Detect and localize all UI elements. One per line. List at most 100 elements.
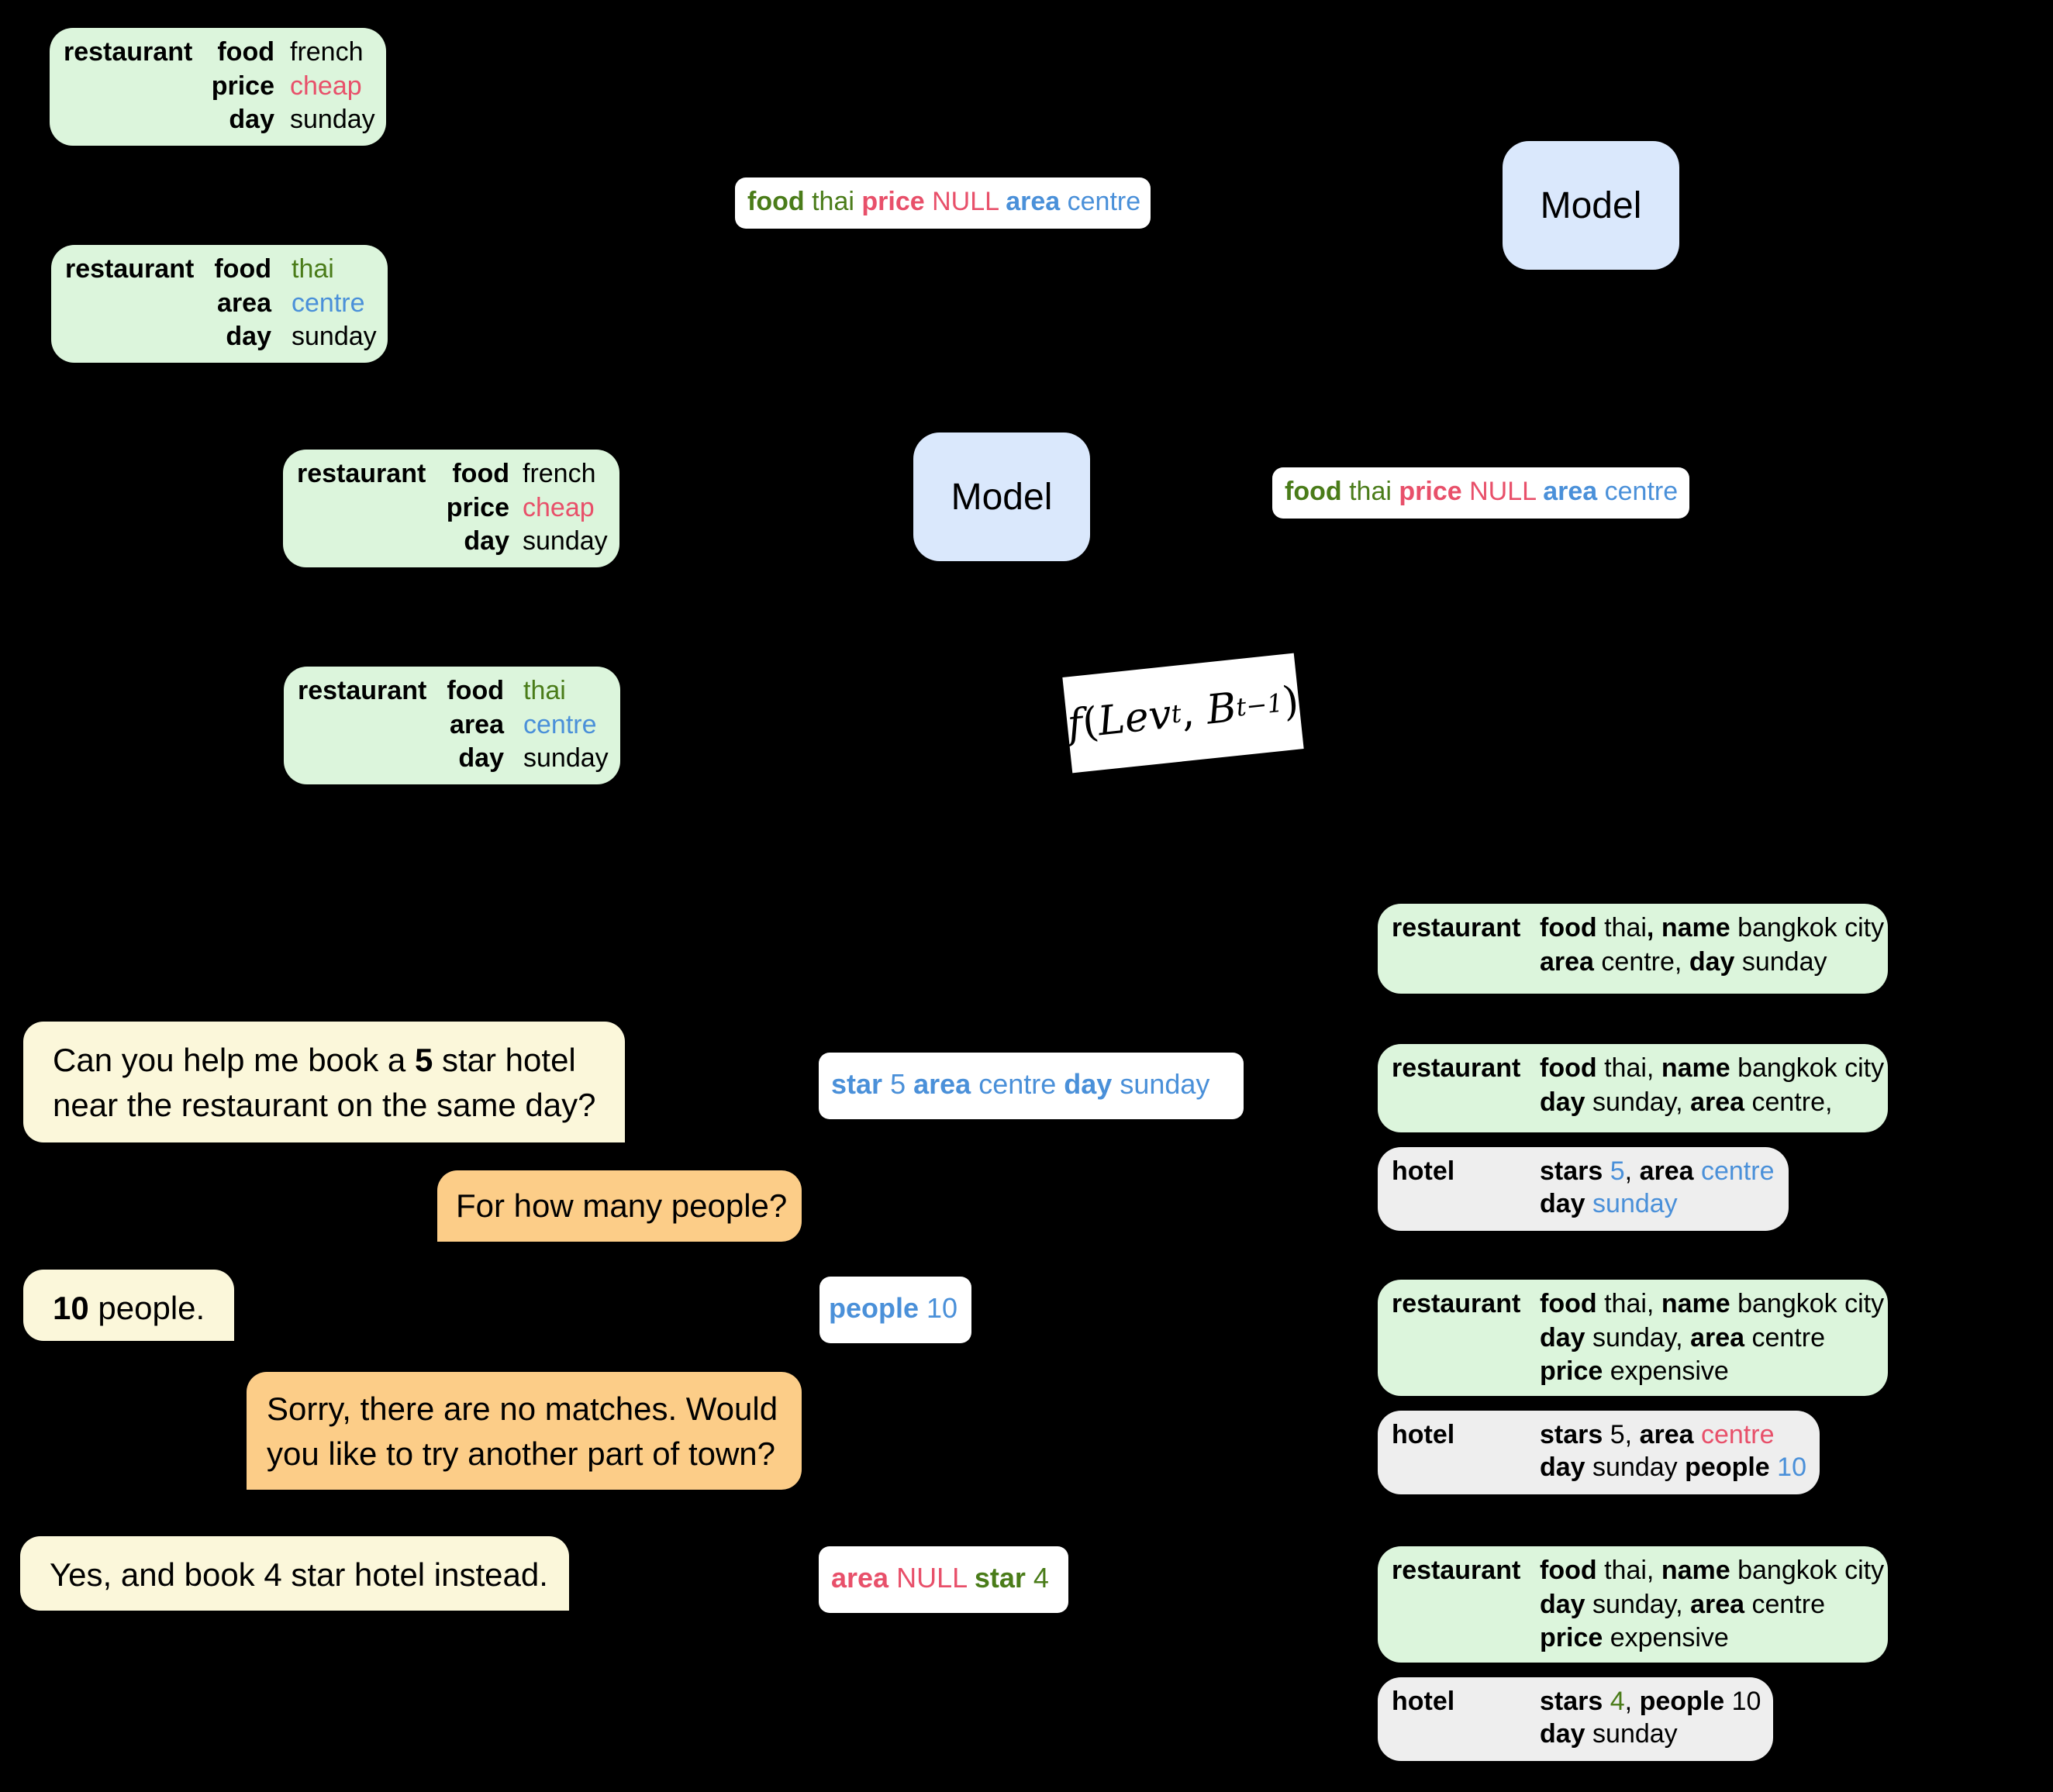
- slot-value: centre: [1700, 1420, 1775, 1449]
- belief-state-3-hotel: hotel stars 4, people 10 day sunday: [1378, 1677, 1773, 1761]
- slot-value: thai,: [1604, 1053, 1661, 1083]
- slot-key: area: [831, 1562, 889, 1594]
- slot-value: centre: [1751, 1323, 1825, 1353]
- slot-value: centre: [1604, 477, 1679, 506]
- slot-value: sunday: [1120, 1068, 1210, 1100]
- formula-b: B: [1204, 684, 1239, 734]
- slot-key: stars: [1540, 1687, 1603, 1716]
- level-output-box-top: food thai price NULL area centre: [735, 177, 1151, 229]
- slot-key: food: [447, 676, 504, 705]
- slot-value: sunday: [290, 105, 375, 134]
- slot-key: day: [1540, 1087, 1585, 1117]
- slot-key: name: [1661, 1053, 1730, 1083]
- slot-value: NULL: [896, 1562, 967, 1594]
- level-box-turn-3: area NULL star 4: [819, 1546, 1068, 1613]
- domain-label: restaurant: [298, 676, 427, 705]
- slot-key: food: [747, 187, 805, 216]
- domain-label: hotel: [1392, 1156, 1455, 1186]
- slot-value: 4: [1610, 1687, 1625, 1716]
- slot-value: centre,: [1751, 1087, 1833, 1117]
- slot-key: name: [1661, 913, 1730, 943]
- slot-key: area: [1690, 1087, 1745, 1117]
- slot-key: day: [1540, 1189, 1585, 1218]
- slot-key: stars: [1540, 1156, 1603, 1186]
- slot-key: price: [1540, 1356, 1603, 1386]
- slot-value: sunday: [1592, 1453, 1678, 1482]
- slot-value: 5: [1610, 1156, 1625, 1186]
- slot-value: thai,: [1604, 1289, 1661, 1318]
- belief-state-1-restaurant: restaurant food thai, name bangkok city …: [1378, 1044, 1888, 1132]
- slot-value: bangkok city: [1737, 1053, 1885, 1083]
- slot-value: sunday: [292, 322, 377, 351]
- slot-key: area: [1543, 477, 1598, 506]
- prev-state-box-2: restaurant food thai area centre day sun…: [51, 245, 388, 363]
- domain-label: restaurant: [1392, 1289, 1521, 1318]
- user-utterance-1: Can you help me book a 5 star hotel near…: [23, 1022, 625, 1142]
- slot-key: area: [1639, 1420, 1694, 1449]
- slot-value: cheap: [290, 71, 362, 101]
- slot-key: price: [861, 187, 925, 216]
- system-utterance-1: For how many people?: [437, 1170, 802, 1242]
- belief-state-1-hotel: hotel stars 5, area centre day sunday: [1378, 1147, 1789, 1231]
- slot-key: day: [229, 105, 274, 134]
- slot-key: day: [1540, 1719, 1585, 1749]
- slot-key: name: [1661, 1289, 1730, 1318]
- level-output-box-middle: food thai price NULL area centre: [1272, 467, 1689, 519]
- system-utterance-2: Sorry, there are no matches. Would you l…: [247, 1372, 802, 1490]
- slot-key: area: [1006, 187, 1061, 216]
- slot-value: sunday: [1592, 1719, 1678, 1749]
- slot-value: french: [523, 459, 596, 488]
- slot-value: sunday: [523, 526, 608, 556]
- belief-state-2-restaurant: restaurant food thai, name bangkok city …: [1378, 1280, 1888, 1396]
- domain-label: restaurant: [1392, 1556, 1521, 1585]
- slot-key: food: [1540, 1053, 1597, 1083]
- slot-key: name: [1661, 1556, 1730, 1585]
- slot-value: thai: [1349, 477, 1392, 506]
- slot-value: sunday: [1592, 1189, 1678, 1218]
- slot-value: 5: [1610, 1420, 1625, 1449]
- slot-key: star: [974, 1562, 1026, 1594]
- slot-key: day: [1540, 1323, 1585, 1353]
- slot-key: food: [214, 254, 271, 284]
- domain-label: restaurant: [65, 254, 195, 284]
- slot-value: centre: [523, 710, 597, 739]
- slot-value: expensive: [1610, 1356, 1729, 1386]
- slot-key: food: [452, 459, 509, 488]
- slot-key: area: [1540, 947, 1594, 977]
- model-box-middle: Model: [913, 432, 1090, 561]
- slot-value: thai: [1604, 913, 1647, 943]
- slot-value: NULL: [932, 187, 999, 216]
- formula-tm1: t−1: [1234, 688, 1285, 722]
- slot-key: area: [450, 710, 504, 739]
- slot-value: 10: [1777, 1453, 1806, 1482]
- slot-value: sunday,: [1592, 1323, 1691, 1353]
- slot-key: day: [464, 526, 509, 556]
- slot-key: area: [217, 288, 271, 318]
- slot-value: cheap: [523, 493, 595, 522]
- domain-label: restaurant: [297, 459, 426, 488]
- slot-key: people: [1639, 1687, 1725, 1716]
- slot-value: centre,: [1601, 947, 1689, 977]
- input-state-box-2: restaurant food thai area centre day sun…: [284, 667, 620, 784]
- slot-key: food: [1285, 477, 1342, 506]
- slot-key: area: [913, 1068, 971, 1100]
- slot-value: thai: [523, 676, 566, 705]
- prev-state-box-1: restaurant food french price cheap day s…: [50, 28, 386, 146]
- slot-value: centre: [1067, 187, 1141, 216]
- domain-label: restaurant: [1392, 1053, 1521, 1083]
- slot-value: thai: [292, 254, 334, 284]
- slot-value: expensive: [1610, 1623, 1729, 1652]
- slot-key: price: [211, 71, 274, 101]
- slot-key: area: [1639, 1156, 1694, 1186]
- slot-key: day: [226, 322, 271, 351]
- slot-value: centre: [1751, 1590, 1825, 1619]
- slot-value: sunday,: [1592, 1087, 1691, 1117]
- slot-key: day: [1064, 1068, 1113, 1100]
- slot-key: food: [1540, 1289, 1597, 1318]
- belief-state-0-restaurant: restaurant food thai, name bangkok city …: [1378, 904, 1888, 994]
- level-box-turn-2: people 10: [819, 1277, 971, 1343]
- belief-state-2-hotel: hotel stars 5, area centre day sunday pe…: [1378, 1411, 1820, 1494]
- slot-value: sunday: [523, 743, 609, 773]
- slot-key: day: [458, 743, 504, 773]
- input-state-box-1: restaurant food french price cheap day s…: [283, 450, 619, 567]
